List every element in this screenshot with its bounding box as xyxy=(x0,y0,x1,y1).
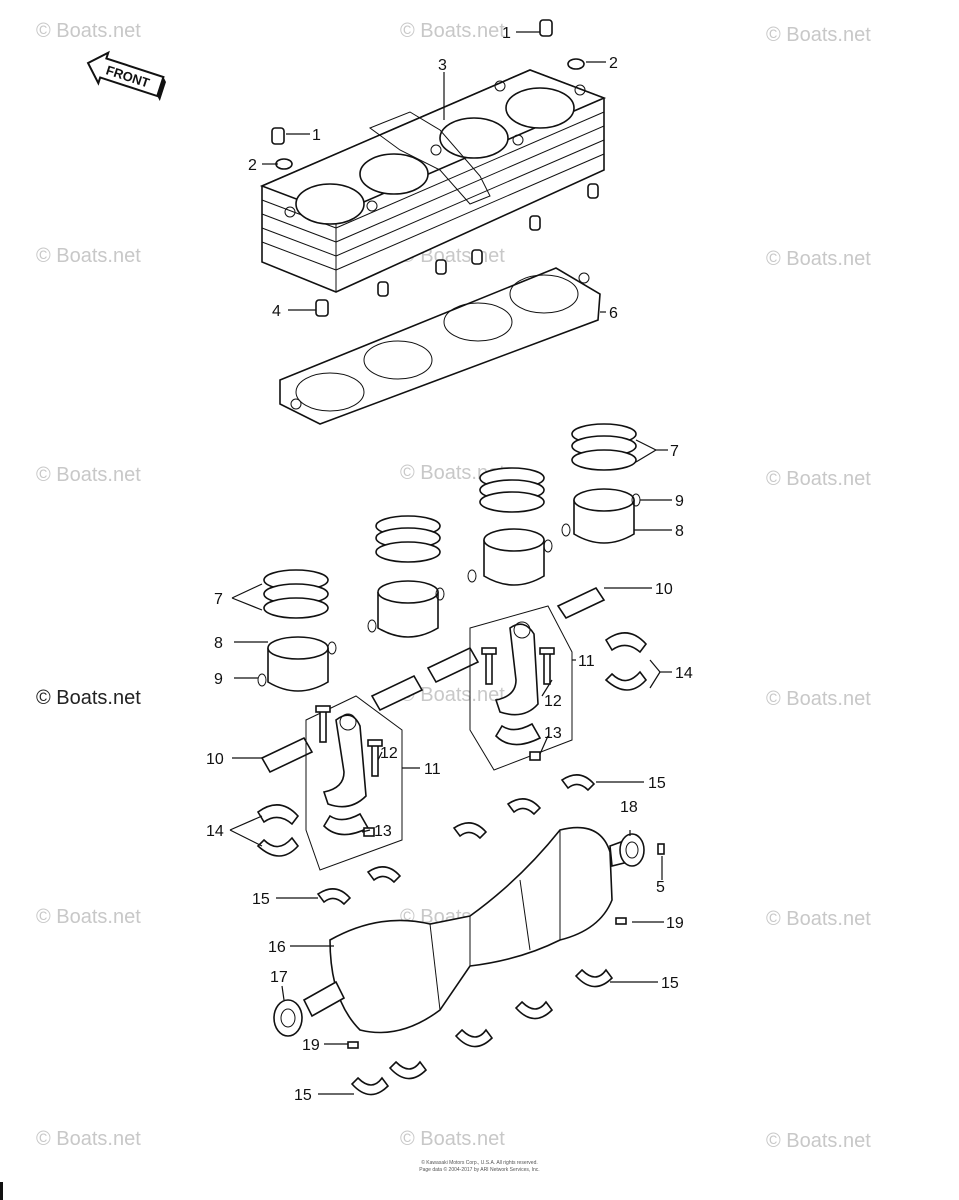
watermark: © Boats.net xyxy=(400,462,505,484)
callout-15: 15 xyxy=(294,1087,312,1104)
callout-12: 12 xyxy=(380,745,398,762)
watermark: © Boats.net xyxy=(36,1128,141,1150)
callout-2: 2 xyxy=(609,55,618,72)
watermark: © Boats.net xyxy=(36,20,141,42)
callout-12: 12 xyxy=(544,693,562,710)
cylinder-gasket xyxy=(279,267,601,425)
connecting-rods xyxy=(322,621,542,836)
oil-seal xyxy=(273,999,303,1037)
callout-15: 15 xyxy=(648,775,666,792)
piston-pins xyxy=(260,586,606,774)
callout-11: 11 xyxy=(424,761,441,778)
watermark: © Boats.net xyxy=(766,908,871,930)
key xyxy=(657,843,665,855)
watermark: © Boats.net xyxy=(400,20,505,42)
watermark: © Boats.net xyxy=(766,468,871,490)
callout-15: 15 xyxy=(252,891,270,908)
dowel-pin xyxy=(315,299,329,317)
watermark: © Boats.net xyxy=(400,684,505,706)
callout-9: 9 xyxy=(214,671,223,688)
callout-13: 13 xyxy=(374,823,392,840)
callout-6: 6 xyxy=(609,305,618,322)
o-ring xyxy=(275,158,293,170)
callout-7: 7 xyxy=(670,443,679,460)
watermark-dark: © Boats.net xyxy=(36,687,141,709)
callout-17: 17 xyxy=(270,969,288,986)
front-arrow-icon: FRONT xyxy=(86,50,166,102)
callout-8: 8 xyxy=(675,523,684,540)
pin xyxy=(347,1041,359,1049)
cylinder-block xyxy=(259,69,607,293)
crankshaft xyxy=(302,826,637,1034)
callout-11: 11 xyxy=(578,653,595,670)
dowel-pin xyxy=(539,19,553,37)
callout-8: 8 xyxy=(214,635,223,652)
copyright-line: Page data © 2004-2017 by ARI Network Ser… xyxy=(419,1167,540,1173)
callout-7: 7 xyxy=(214,591,223,608)
watermark: © Boats.net xyxy=(766,1130,871,1152)
watermark: © Boats.net xyxy=(400,1128,505,1150)
callout-10: 10 xyxy=(655,581,673,598)
rod-bolts xyxy=(315,647,555,837)
callout-15: 15 xyxy=(661,975,679,992)
callout-9: 9 xyxy=(675,493,684,510)
watermark: © Boats.net xyxy=(36,906,141,928)
callout-19: 19 xyxy=(666,915,684,932)
callout-labels: 1 2 3 1 2 4 6 7 9 8 10 7 8 9 11 14 12 13… xyxy=(206,25,693,1104)
callout-18: 18 xyxy=(620,799,638,816)
callout-5: 5 xyxy=(656,879,665,896)
callout-10: 10 xyxy=(206,751,224,768)
watermark: © Boats.net xyxy=(36,245,141,267)
dowel-pin xyxy=(271,127,285,145)
watermark: © Boats.net xyxy=(36,464,141,486)
corner-mark xyxy=(0,1182,3,1200)
callout-1: 1 xyxy=(312,127,321,144)
connecting-rod-group xyxy=(305,695,403,871)
watermark: © Boats.net xyxy=(766,24,871,46)
watermark: © Boats.net xyxy=(766,688,871,710)
leader-lines xyxy=(229,31,672,1095)
oil-seal xyxy=(619,833,645,867)
callout-3: 3 xyxy=(438,57,447,74)
o-ring xyxy=(567,58,585,70)
callout-13: 13 xyxy=(544,725,562,742)
callout-14: 14 xyxy=(206,823,224,840)
pistons xyxy=(267,488,635,692)
piston-rings xyxy=(263,423,637,619)
bearing-inserts xyxy=(256,632,648,1096)
callout-4: 4 xyxy=(272,303,281,320)
callout-16: 16 xyxy=(268,939,286,956)
callout-2: 2 xyxy=(248,157,257,174)
dowel-pins xyxy=(377,183,599,297)
callout-1: 1 xyxy=(502,25,511,42)
callout-19: 19 xyxy=(302,1037,320,1054)
callout-14: 14 xyxy=(675,665,693,682)
watermark: © Boats.net xyxy=(766,248,871,270)
connecting-rod-group xyxy=(469,605,573,771)
pin xyxy=(615,917,627,925)
copyright-line: © Kawasaki Motors Corp., U.S.A. All righ… xyxy=(421,1160,538,1166)
